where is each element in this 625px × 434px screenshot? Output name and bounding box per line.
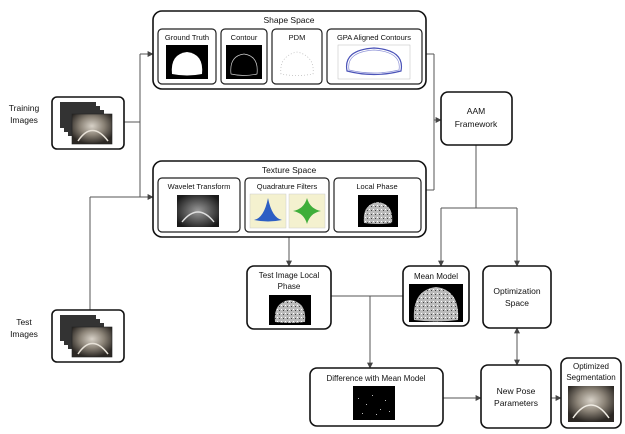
test-phase-label-2: Phase	[278, 282, 301, 291]
test-label-1: Test	[16, 317, 32, 327]
aam-label-2: Framework	[455, 119, 498, 129]
training-images-stack	[51, 96, 125, 150]
pdm-points	[280, 51, 314, 76]
connectors	[89, 51, 562, 401]
test-phase-label-1: Test Image Local	[259, 271, 320, 280]
training-label-1: Training	[9, 103, 40, 113]
aam-framework-box: AAM Framework	[440, 91, 513, 146]
difference-image	[353, 386, 395, 420]
gpa-contours	[345, 47, 403, 76]
wavelet-label: Wavelet Transform	[168, 182, 231, 191]
contour-outline	[230, 53, 258, 76]
optimization-space-box: Optimization Space	[482, 265, 552, 329]
local-phase-label: Local Phase	[356, 182, 397, 191]
test-label-2: Images	[10, 329, 38, 339]
pdm-panel	[271, 28, 323, 85]
result-label-2: Segmentation	[566, 373, 615, 382]
shape-space-box: Shape Space Ground Truth Contour PDM GPA…	[152, 10, 427, 90]
result-label-1: Optimized	[573, 362, 609, 371]
optimization-label-2: Space	[505, 298, 529, 308]
pose-label-2: Parameters	[494, 398, 538, 408]
wavelet-image	[177, 195, 219, 227]
texture-space-title: Texture Space	[262, 165, 317, 175]
gpa-label: GPA Aligned Contours	[337, 33, 411, 42]
test-local-phase-box: Test Image Local Phase	[246, 265, 332, 330]
quadrature-label: Quadrature Filters	[257, 182, 318, 191]
pose-label-1: New Pose	[497, 386, 536, 396]
optimization-label-1: Optimization	[493, 286, 541, 296]
difference-label: Difference with Mean Model	[326, 374, 425, 383]
new-pose-box: New Pose Parameters	[480, 364, 552, 429]
test-images-stack	[51, 309, 125, 363]
training-label-2: Images	[10, 115, 38, 125]
ground-truth-label: Ground Truth	[165, 33, 209, 42]
texture-space-box: Texture Space Wavelet Transform Quadratu…	[152, 160, 427, 238]
mean-model-label: Mean Model	[414, 272, 458, 281]
pdm-label: PDM	[289, 33, 306, 42]
aam-label-1: AAM	[467, 106, 485, 116]
shape-space-title: Shape Space	[263, 15, 314, 25]
mean-model-box: Mean Model	[402, 265, 470, 327]
contour-label: Contour	[231, 33, 258, 42]
result-image	[568, 386, 614, 422]
ground-truth-mask	[171, 52, 203, 76]
difference-box: Difference with Mean Model	[309, 367, 444, 427]
optimized-segmentation-box: Optimized Segmentation	[560, 357, 622, 429]
